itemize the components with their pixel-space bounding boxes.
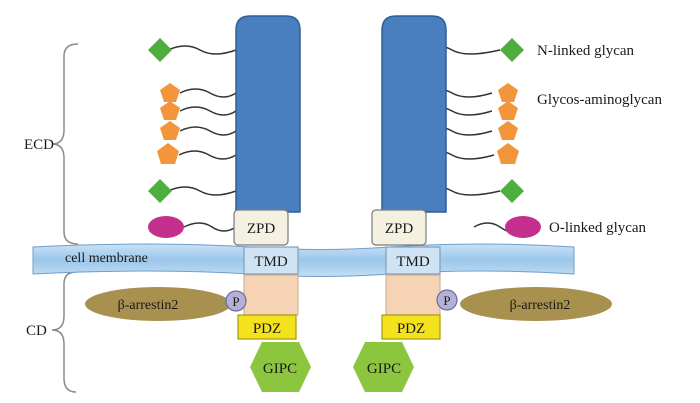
right-phosphate (436, 289, 458, 311)
right-gipc-shape (353, 342, 414, 392)
left-zpd-label: ZPD (247, 221, 276, 237)
right-pdz-label: PDZ (397, 321, 425, 337)
glycosaminoglycan-icon (160, 121, 180, 140)
o-glycan-icon (148, 216, 184, 238)
left-zpd-box (233, 209, 289, 246)
right-gipc-label: GIPC (367, 361, 401, 377)
right-glycans (497, 38, 541, 238)
cell-membrane-label: cell membrane (65, 251, 148, 266)
n-glycan-icon (500, 38, 524, 62)
legend-o-glycan: O-linked glycan (549, 220, 647, 236)
left-pdz-box (237, 314, 297, 340)
left-arrestin-shape (85, 287, 231, 321)
glycosaminoglycan-icon (160, 101, 180, 120)
right-zpd-label: ZPD (385, 221, 414, 237)
glycosaminoglycan-icon (157, 143, 179, 164)
right-pdz-box (381, 314, 441, 340)
glycosaminoglycan-icon (497, 143, 519, 164)
left-stalk (235, 15, 301, 213)
cd-label: CD (26, 323, 47, 339)
right-arrestin-label: β-arrestin2 (510, 298, 571, 313)
left-pdz-label: PDZ (253, 321, 281, 337)
right-tmd-box (385, 246, 441, 275)
right-arrestin-shape (460, 287, 612, 321)
glycan-linkers (167, 45, 509, 232)
glycosaminoglycan-icon (498, 101, 518, 120)
left-arrestin-label: β-arrestin2 (118, 298, 179, 313)
right-cyto-box (385, 274, 441, 316)
legend-glycosaminoglycan: Glycos-aminoglycan (537, 92, 662, 108)
right-tmd-label: TMD (396, 254, 430, 270)
right-stalk (381, 15, 447, 213)
cd-bracket (51, 271, 77, 393)
left-gipc-label: GIPC (263, 361, 297, 377)
left-glycans (148, 38, 184, 238)
glycosaminoglycan-icon (160, 83, 180, 102)
left-tmd-box (243, 246, 299, 275)
n-glycan-icon (500, 179, 524, 203)
left-receptor: ZPD TMD PDZ (233, 15, 301, 340)
ecd-label: ECD (24, 137, 54, 153)
left-phosphate-label: P (232, 294, 239, 309)
n-glycan-icon (148, 179, 172, 203)
n-glycan-icon (148, 38, 172, 62)
right-zpd-box (371, 209, 427, 246)
right-phosphate-label: P (443, 293, 450, 308)
glycosaminoglycan-icon (498, 83, 518, 102)
glycosaminoglycan-icon (498, 121, 518, 140)
ecd-bracket (51, 43, 79, 245)
left-cyto-box (243, 274, 299, 316)
left-phosphate (225, 290, 247, 312)
legend-n-glycan: N-linked glycan (537, 43, 635, 59)
right-receptor: ZPD TMD PDZ (371, 15, 447, 340)
left-gipc-shape (250, 342, 311, 392)
left-tmd-label: TMD (254, 254, 288, 270)
o-glycan-icon (505, 216, 541, 238)
